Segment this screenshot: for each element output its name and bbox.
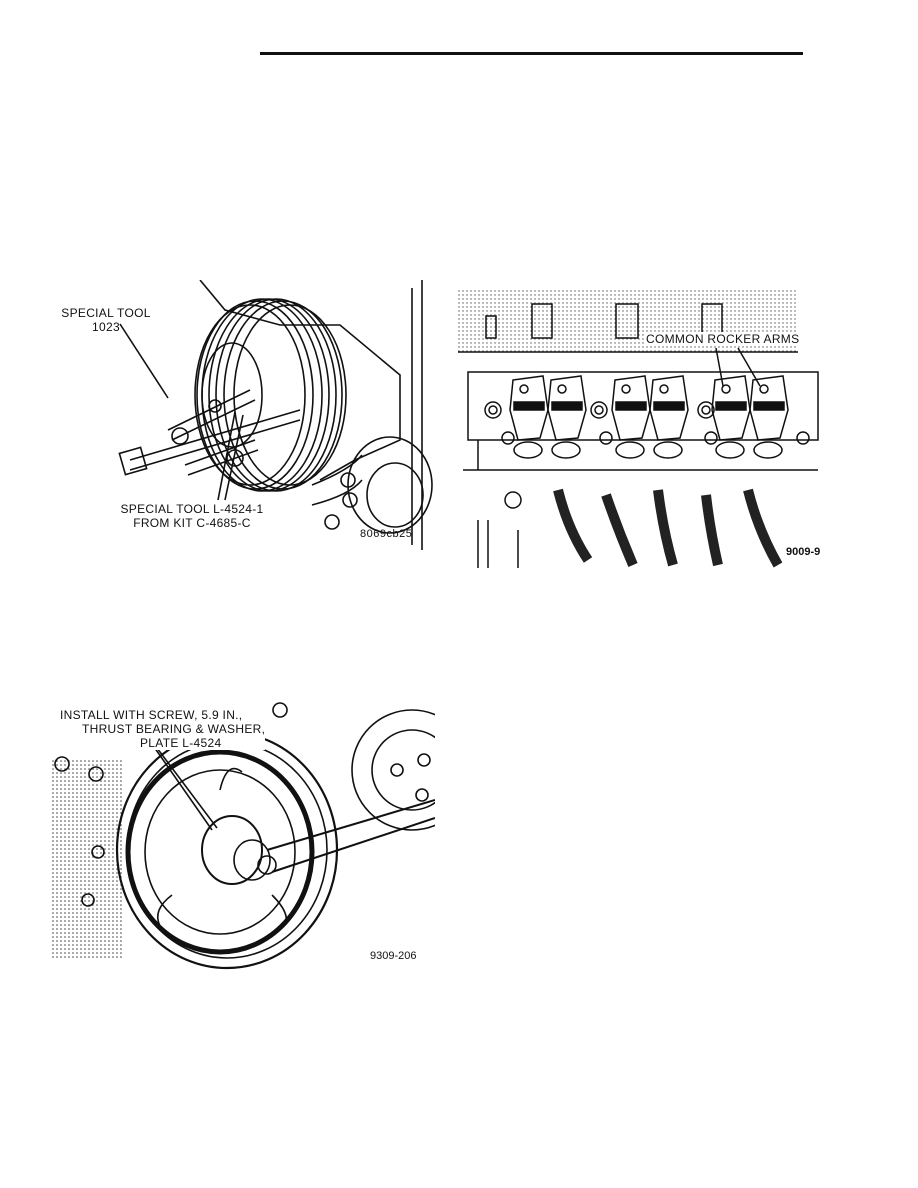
label-line: 1023: [92, 320, 120, 334]
special-tool-l4524-label: SPECIAL TOOL L-4524-1 FROM KIT C-4685-C: [112, 502, 272, 530]
label-line: SPECIAL TOOL L-4524-1: [120, 502, 264, 516]
header-rule: [260, 52, 803, 55]
figure-code: 8069cb25: [360, 528, 413, 540]
install-instruction-label: INSTALL WITH SCREW, 5.9 IN., THRUST BEAR…: [60, 708, 266, 750]
special-tool-1023-label: SPECIAL TOOL 1023: [56, 306, 156, 334]
label-line: INSTALL WITH SCREW, 5.9 IN.,: [60, 708, 243, 722]
damper-install-illustration: [52, 702, 435, 970]
label-line: PLATE L-4524: [140, 736, 222, 750]
label-line: SPECIAL TOOL: [61, 306, 151, 320]
common-rocker-arms-label: COMMON ROCKER ARMS: [644, 332, 802, 346]
figure-code: 9009-9: [786, 546, 821, 558]
figure-code: 9309-206: [370, 950, 417, 962]
label-line: THRUST BEARING & WASHER,: [82, 722, 266, 736]
figure-rocker-arms: COMMON ROCKER ARMS 9009-9: [458, 290, 830, 568]
figure-damper-install: INSTALL WITH SCREW, 5.9 IN., THRUST BEAR…: [52, 700, 435, 972]
label-line: FROM KIT C-4685-C: [133, 516, 251, 530]
figure-damper-removal: SPECIAL TOOL 1023 SPECIAL TOOL L-4524-1 …: [50, 280, 435, 552]
damper-removal-illustration: [118, 280, 433, 550]
